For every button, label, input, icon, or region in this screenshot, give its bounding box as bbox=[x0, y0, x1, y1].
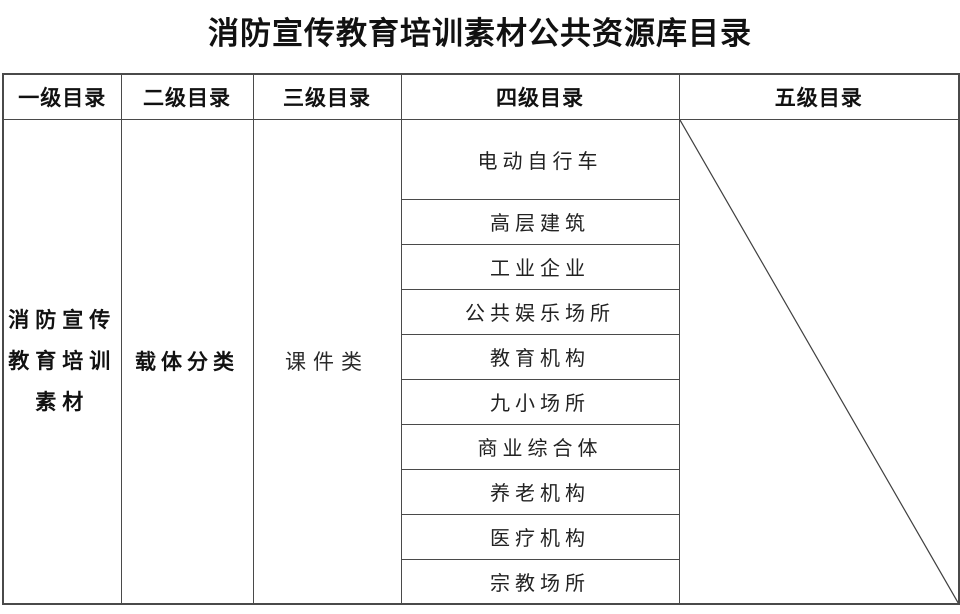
table-row: 工业企业 bbox=[3, 243, 959, 290]
cell-level2: 载体分类 bbox=[120, 118, 254, 605]
table-row: 医疗机构 bbox=[3, 513, 959, 560]
header-level4: 四级目录 bbox=[400, 73, 680, 120]
cell-level4-item: 公共娱乐场所 bbox=[400, 288, 680, 335]
level1-line: 消防宣传 bbox=[8, 307, 117, 332]
table-row: 消防宣传 教育培训 素材 载体分类 课件类 电动自行车 bbox=[2, 118, 960, 605]
catalog-table: 一级目录 二级目录 三级目录 四级目录 五级目录 消防宣传 教育培训 素材 载体… bbox=[2, 73, 960, 605]
table-row: 养老机构 bbox=[3, 468, 959, 515]
cell-level4-item: 宗教场所 bbox=[400, 558, 680, 605]
table-row: 九小场所 bbox=[3, 378, 959, 425]
cell-level4-item: 高层建筑 bbox=[400, 198, 680, 245]
header-level1: 一级目录 bbox=[2, 73, 122, 120]
table-row: 教育机构 bbox=[3, 333, 959, 380]
header-level3: 三级目录 bbox=[252, 73, 402, 120]
cell-level4-item: 工业企业 bbox=[400, 243, 680, 290]
diagonal-line bbox=[680, 120, 959, 604]
cell-level4-item: 电动自行车 bbox=[400, 118, 680, 200]
header-row: 一级目录 二级目录 三级目录 四级目录 五级目录 bbox=[2, 73, 960, 120]
page-title: 消防宣传教育培训素材公共资源库目录 bbox=[208, 16, 752, 51]
header-level5: 五级目录 bbox=[678, 73, 960, 120]
cell-level3: 课件类 bbox=[252, 118, 402, 605]
level1-line: 教育培训 bbox=[8, 348, 117, 373]
cell-level1: 消防宣传 教育培训 素材 bbox=[2, 118, 122, 605]
cell-level4-item: 九小场所 bbox=[400, 378, 680, 425]
cell-level4-item: 商业综合体 bbox=[400, 423, 680, 470]
header-level2: 二级目录 bbox=[120, 73, 254, 120]
cell-level5-empty bbox=[678, 118, 960, 605]
cell-level4-item: 教育机构 bbox=[400, 333, 680, 380]
table-row: 高层建筑 bbox=[3, 198, 959, 245]
table-row: 商业综合体 bbox=[3, 423, 959, 470]
cell-level4-item: 医疗机构 bbox=[400, 513, 680, 560]
level1-line: 素材 bbox=[35, 389, 90, 414]
table-row: 宗教场所 bbox=[3, 558, 959, 605]
table-body: 消防宣传 教育培训 素材 载体分类 课件类 电动自行车 高层建筑 工业企业 bbox=[2, 118, 960, 605]
cell-level4-item: 养老机构 bbox=[400, 468, 680, 515]
